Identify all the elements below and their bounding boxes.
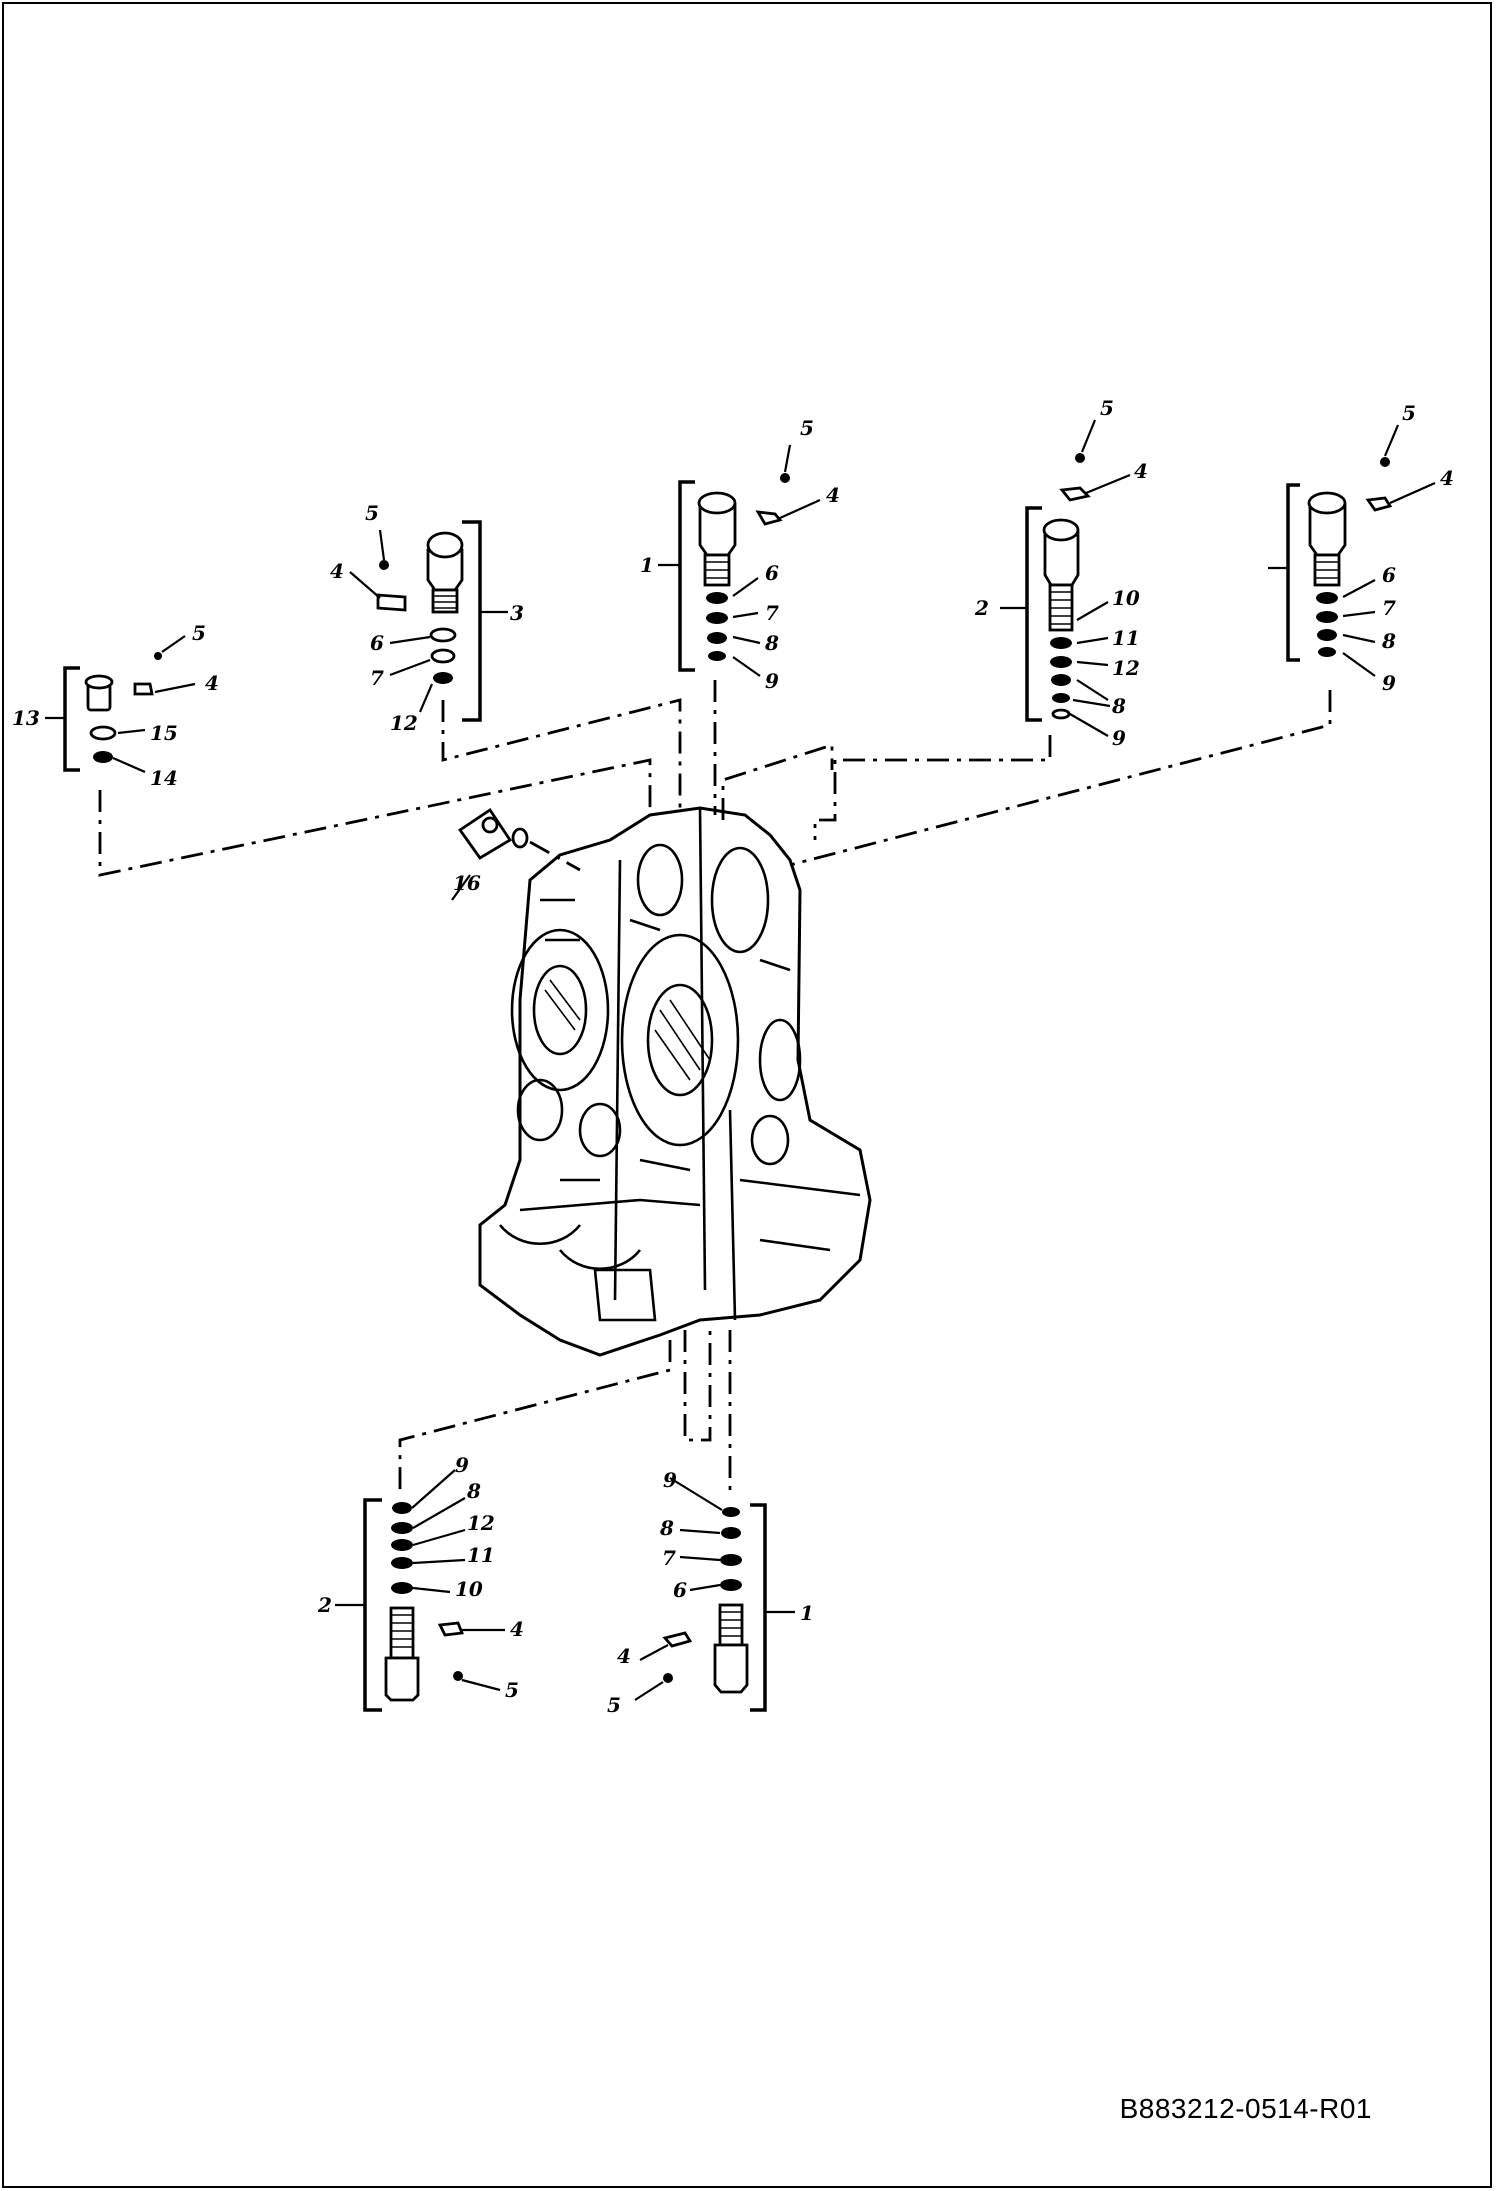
callout-13: 13 — [12, 706, 40, 730]
callout-7-b: 7 — [370, 666, 384, 690]
assembly-1-top — [658, 444, 821, 677]
callout-14: 14 — [150, 766, 178, 790]
callout-8-f: 8 — [466, 1479, 481, 1503]
callout-8-g: 8 — [659, 1516, 674, 1540]
callout-12-b: 12 — [390, 711, 418, 735]
callout-7-c: 7 — [765, 601, 779, 625]
assembly-1-bottom — [634, 1477, 795, 1712]
callout-8-e: 8 — [1381, 629, 1396, 653]
callout-5-e: 5 — [1402, 401, 1416, 425]
callout-9-c: 9 — [765, 669, 779, 693]
callout-5-a: 5 — [192, 621, 206, 645]
callout-9-g: 9 — [663, 1468, 677, 1492]
transmission-housing — [478, 806, 872, 1357]
assembly-e-top — [1268, 424, 1436, 677]
callout-15: 15 — [150, 721, 178, 745]
callout-6-b: 6 — [370, 631, 384, 655]
callout-12-d: 12 — [1112, 656, 1140, 680]
callout-1-bottom: 1 — [800, 1601, 814, 1625]
callout-8-d: 8 — [1111, 694, 1126, 718]
part-16-sensor — [451, 808, 581, 901]
callout-6-e: 6 — [1382, 563, 1396, 587]
callout-5-f: 5 — [505, 1678, 519, 1702]
callout-8-c: 8 — [764, 631, 779, 655]
callout-2-bottom: 2 — [317, 1593, 332, 1617]
callout-4-g: 4 — [617, 1644, 631, 1668]
callout-5-b: 5 — [365, 501, 379, 525]
callout-6-c: 6 — [765, 561, 779, 585]
assembly-2-bottom — [335, 1469, 505, 1712]
callout-11-d: 11 — [1112, 626, 1140, 650]
callout-11-f: 11 — [467, 1543, 495, 1567]
callout-9-d: 9 — [1112, 726, 1126, 750]
callout-5-g: 5 — [607, 1693, 621, 1717]
callout-5-c: 5 — [800, 416, 814, 440]
callout-16: 16 — [453, 871, 481, 895]
callout-1-top: 1 — [640, 553, 654, 577]
callout-9-f: 9 — [455, 1453, 469, 1477]
callout-10-f: 10 — [455, 1577, 483, 1601]
callout-7-g: 7 — [662, 1546, 676, 1570]
callout-3: 3 — [510, 601, 524, 625]
callout-4-c: 4 — [826, 483, 840, 507]
callout-9-e: 9 — [1382, 671, 1396, 695]
callout-7-e: 7 — [1382, 596, 1396, 620]
assembly-13 — [45, 635, 196, 774]
callout-5-d: 5 — [1100, 396, 1114, 420]
routing-lines — [98, 680, 1332, 1490]
callout-2-top: 2 — [974, 596, 989, 620]
callout-4-e: 4 — [1440, 466, 1454, 490]
callout-12-f: 12 — [467, 1511, 495, 1535]
callout-6-g: 6 — [673, 1578, 687, 1602]
assembly-2-top — [1000, 419, 1131, 737]
callout-10-d: 10 — [1112, 586, 1140, 610]
callout-4-a: 4 — [205, 671, 219, 695]
callout-4-d: 4 — [1134, 459, 1148, 483]
callout-4-f: 4 — [510, 1617, 524, 1641]
callout-4-b: 4 — [330, 559, 344, 583]
drawing-number: B883212-0514-R01 — [1119, 2093, 1372, 2124]
assembly-3 — [349, 520, 508, 722]
